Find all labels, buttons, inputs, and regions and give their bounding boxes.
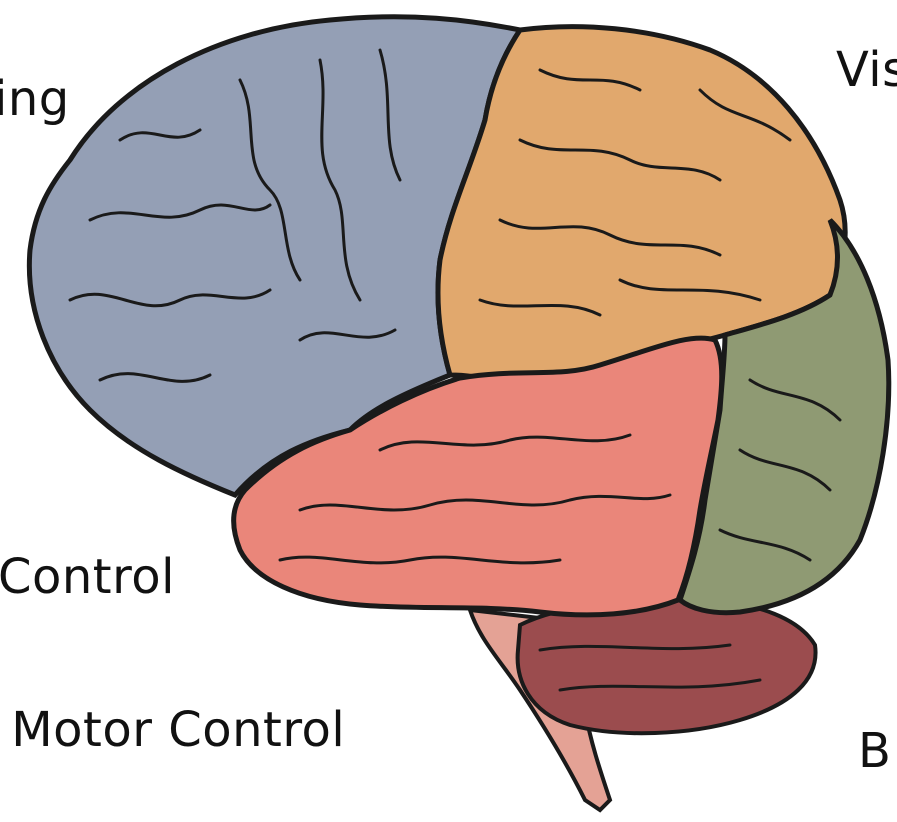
label-control-fragment: r Control (0, 553, 175, 601)
label-planning-fragment: ing (0, 75, 70, 123)
cerebellum (518, 599, 816, 733)
label-b-fragment: B (858, 727, 891, 775)
label-motor-control-fragment: s Motor Control (0, 706, 345, 754)
label-vision-fragment: Vis (836, 46, 897, 94)
